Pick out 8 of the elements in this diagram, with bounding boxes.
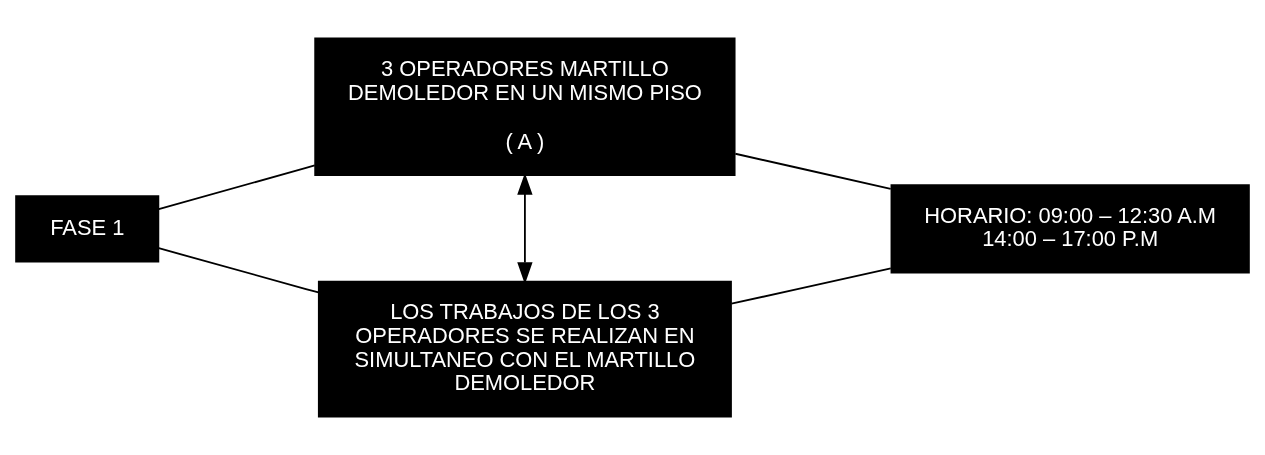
node-box: 3 OPERADORES MARTILLO DEMOLEDOR EN UN MISMO PISO ( A )	[314, 37, 736, 176]
node-box: FASE 1	[15, 195, 160, 263]
connector	[157, 247, 320, 294]
connector	[734, 152, 892, 190]
connector	[730, 267, 892, 305]
node-box: LOS TRABAJOS DE LOS 3 OPERADORES SE REALIZAN EN SIMULTANEO CON EL MARTILLO DEMOLEDOR	[317, 280, 732, 418]
connector	[157, 164, 316, 211]
node-box: HORARIO: 09:00 – 12:30 A.M 14:00 – 17:00 P.M	[890, 184, 1250, 274]
